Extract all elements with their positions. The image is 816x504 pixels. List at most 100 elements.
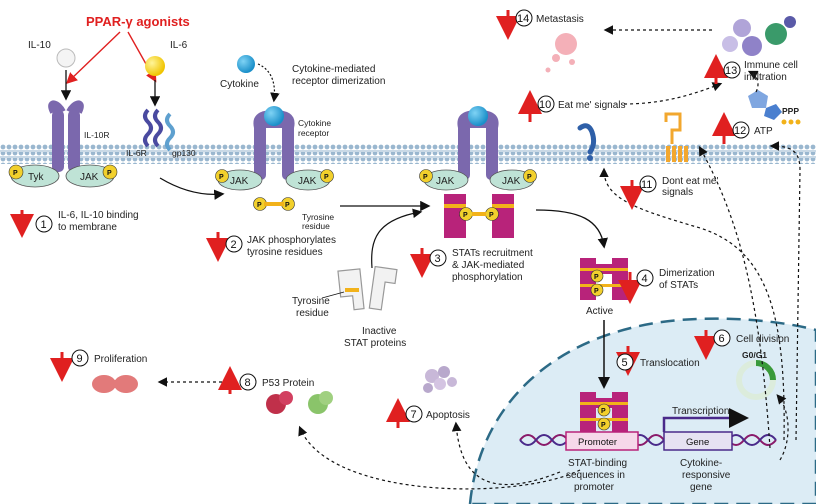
svg-text:G0/G1: G0/G1 xyxy=(742,350,767,360)
inactive-stat-label: Inactive STAT proteins xyxy=(344,326,406,349)
svg-text:P: P xyxy=(463,212,468,219)
cell-cycle-icon: G0/G1 xyxy=(736,350,776,400)
stat-binding-label: STAT-binding sequences in promoter xyxy=(566,458,630,493)
svg-text:P: P xyxy=(219,174,224,181)
il10-receptor-icon xyxy=(48,100,84,172)
svg-text:P: P xyxy=(324,174,329,181)
step-9: 9 Proliferation xyxy=(50,349,147,393)
svg-text:1: 1 xyxy=(41,219,47,231)
step-14: 14 Metastasis xyxy=(496,9,584,73)
step-4: 4 Dimerization of STATs xyxy=(618,268,715,304)
svg-text:P: P xyxy=(601,408,606,415)
svg-text:12: 12 xyxy=(734,125,746,137)
svg-text:PPP: PPP xyxy=(782,106,799,116)
cytokine-ligand-icon xyxy=(237,55,255,73)
nucleus xyxy=(468,317,816,504)
immune-cells-icon xyxy=(722,16,796,56)
dimerization-note: Cytokine-mediated receptor dimerization xyxy=(292,64,385,87)
cytokine-receptor-icon xyxy=(253,106,295,180)
svg-text:P: P xyxy=(527,174,532,181)
promoter-label: Promoter xyxy=(578,437,617,448)
svg-text:Tyk: Tyk xyxy=(28,172,45,183)
jak-kinase-left: JAK P xyxy=(65,164,118,188)
svg-text:JAK: JAK xyxy=(298,176,317,187)
svg-text:P: P xyxy=(107,170,112,177)
cytokine-receptor-label: Cytokine receptor xyxy=(298,118,333,138)
il10r-label: IL-10R xyxy=(84,130,110,140)
il10-ligand-icon xyxy=(56,48,76,68)
il10-label: IL-10 xyxy=(28,40,51,51)
transcription-label: Transcription xyxy=(672,406,729,417)
il6r-label: IL-6R xyxy=(126,148,147,158)
cytokine-gene-label: Cytokine- responsive gene xyxy=(680,458,733,493)
svg-text:P: P xyxy=(285,202,290,209)
dont-eat-me-signal-icon xyxy=(664,112,688,162)
step-5: 5 Translocation xyxy=(616,346,700,376)
svg-text:2: 2 xyxy=(231,239,237,251)
metastasis-cell-icon xyxy=(545,33,577,73)
active-label: Active xyxy=(586,306,614,317)
step-1-text: IL-6, IL-10 binding to membrane xyxy=(58,210,141,233)
svg-text:P: P xyxy=(594,274,599,281)
jak-pair-center: JAK JAK P P P P xyxy=(215,169,334,211)
step-10: 10 Eat me' signals xyxy=(518,90,626,122)
step-8-text: P53 Protein xyxy=(262,378,314,389)
step-3: 3 STATs recruitment & JAK-mediated phosp… xyxy=(410,248,533,283)
svg-text:P: P xyxy=(13,170,18,177)
svg-text:8: 8 xyxy=(245,377,251,389)
gp130-label: gp130 xyxy=(172,148,196,158)
step-9-text: Proliferation xyxy=(94,354,147,365)
eat-me-signal-icon xyxy=(577,123,597,161)
title: PPAR-γ agonists xyxy=(86,14,190,29)
svg-text:9: 9 xyxy=(77,353,83,365)
apoptotic-cell-icon xyxy=(423,366,457,393)
svg-text:P: P xyxy=(423,174,428,181)
gene-box xyxy=(663,431,733,451)
step-2: 2 JAK phosphorylates tyrosine residues xyxy=(206,232,339,262)
svg-text:P: P xyxy=(257,202,262,209)
svg-text:13: 13 xyxy=(725,65,737,77)
svg-text:P: P xyxy=(601,422,606,429)
step-7: 7 Apoptosis xyxy=(386,366,470,428)
il6-ligand-icon xyxy=(145,56,165,76)
svg-text:P: P xyxy=(489,212,494,219)
step-12: 12 ATP xyxy=(712,112,773,144)
step-8: 8 P53 Protein xyxy=(218,366,333,414)
receptor-stat-complex: JAK JAK P P P P xyxy=(419,106,537,238)
tyk-kinase: Tyk P xyxy=(8,164,60,188)
svg-text:14: 14 xyxy=(517,13,529,25)
svg-text:JAK: JAK xyxy=(436,176,455,187)
svg-text:P: P xyxy=(594,288,599,295)
step-13: 13 Immune cell infiltration xyxy=(704,54,798,84)
gene-label: Gene xyxy=(686,437,709,448)
p53-protein-icon xyxy=(266,391,333,414)
step-7-text: Apoptosis xyxy=(426,410,470,421)
step-1: 1 IL-6, IL-10 binding to membrane xyxy=(10,210,141,238)
promoter-box xyxy=(565,431,639,451)
svg-text:4: 4 xyxy=(642,273,648,285)
svg-text:5: 5 xyxy=(622,357,628,369)
step-2-text: JAK phosphorylates tyrosine residues xyxy=(247,235,339,258)
il6-label: IL-6 xyxy=(170,40,188,51)
atp-molecule-icon: PPP xyxy=(748,90,801,125)
step-11-text: Dont eat me' signals xyxy=(662,176,721,198)
active-stat-dimer: P P xyxy=(580,258,628,300)
step-5-text: Translocation xyxy=(640,358,700,369)
step-11: 11 Dont eat me' signals xyxy=(620,175,721,210)
dividing-cell-icon xyxy=(92,375,138,393)
svg-text:3: 3 xyxy=(435,253,441,265)
step-12-text: ATP xyxy=(754,126,773,137)
cytokine-label: Cytokine xyxy=(220,79,259,90)
tyrosine-residue-label-b: Tyrosine residue xyxy=(292,296,333,319)
stat-dimer-on-dna: P P xyxy=(580,392,628,434)
tyrosine-residue-label-a: Tyrosine residue xyxy=(302,212,337,231)
svg-text:10: 10 xyxy=(539,99,551,111)
step-6: 6 Cell division xyxy=(694,329,789,360)
inactive-stat-proteins xyxy=(337,265,398,311)
svg-text:JAK: JAK xyxy=(502,176,521,187)
svg-text:JAK: JAK xyxy=(230,176,249,187)
cell-membrane xyxy=(0,144,816,164)
step-6-text: Cell division xyxy=(736,334,789,345)
